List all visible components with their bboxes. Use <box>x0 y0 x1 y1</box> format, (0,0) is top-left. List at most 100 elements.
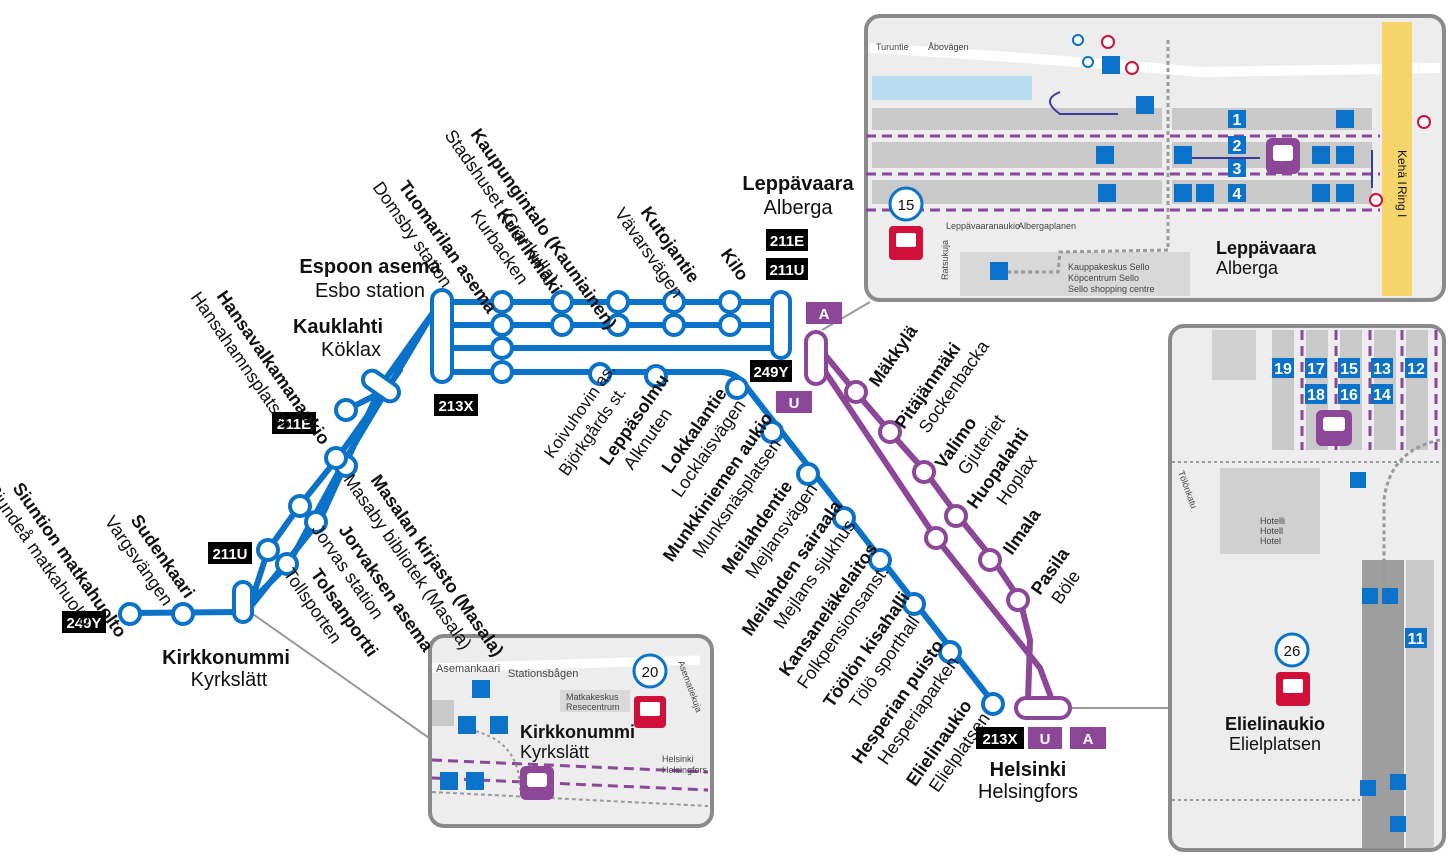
badge-211u-top: 211U <box>769 262 804 279</box>
inset-street-sv: Stationsbågen <box>508 668 578 680</box>
platform-20-marker <box>632 653 668 689</box>
elevator-icon <box>1312 184 1330 202</box>
stairs-icon <box>440 772 458 790</box>
stop-label-fi: Masalan kirjasto (Masala) <box>367 471 508 660</box>
inset-street-abovagen: Åbovägen <box>928 42 969 52</box>
elevator-icon <box>1362 588 1378 604</box>
stop-kaupungintalo <box>606 290 630 314</box>
stop-sudenkaari <box>171 602 195 626</box>
kauklahti-label-sv: Köklax <box>321 339 381 361</box>
espoo-label-fi: Espoon asema <box>299 256 441 278</box>
inset-mall-sv: Köpcentrum Sello <box>1068 273 1139 283</box>
stop-elielinaukio <box>981 692 1005 716</box>
inset-direction-sv: Helsingfors <box>662 765 708 775</box>
badge-249y-top: 249Y <box>753 364 788 381</box>
badge-211e-top: 211E <box>770 233 804 250</box>
stop-kuurinmaki <box>550 290 574 314</box>
helsinki-label-fi: Helsinki <box>990 759 1067 781</box>
track-label: 4 <box>1233 186 1242 203</box>
bus-stops <box>118 290 1005 716</box>
stop-tuomarila-2 <box>490 313 514 337</box>
badge-249y-left: 249Y <box>66 615 101 632</box>
platform-26-marker <box>1274 632 1310 668</box>
track-label: 18 <box>1307 387 1325 404</box>
stairs-icon <box>1336 146 1354 164</box>
track-label: 16 <box>1340 387 1358 404</box>
stop-kilo-2 <box>718 313 742 337</box>
stairs-icon <box>1336 110 1354 128</box>
track-label: 3 <box>1233 161 1242 178</box>
stop-ilmala <box>978 548 1002 572</box>
inset-square-sv: Albergaplanen <box>1018 221 1076 231</box>
stop-huopalahti-2 <box>924 526 948 550</box>
inset-helsinki-label-fi: Elielinaukio <box>1225 714 1325 734</box>
stairs-icon <box>1382 588 1398 604</box>
inset-hotel-en: Hotel <box>1260 536 1281 546</box>
ticket-icon <box>1390 816 1406 832</box>
stop-kutojantie-2 <box>662 313 686 337</box>
track-label: 14 <box>1373 387 1391 404</box>
stop-toolon-kisahalli <box>902 592 926 616</box>
stop-pasila <box>1006 588 1030 612</box>
inset-helsinki: Tölönkatu Hotelli Hotell Hotel 19 17 15 … <box>1168 324 1446 852</box>
stop-kutojantie <box>662 290 686 314</box>
stop-meilahden-sairaala <box>832 506 856 530</box>
stairs-icon <box>458 716 476 734</box>
train-letter-u-bottom: U <box>1040 731 1051 748</box>
train-letter-u-mid: U <box>789 395 800 412</box>
leppavaara-label-sv: Alberga <box>764 197 834 219</box>
inset-square-fi: Leppävaaranaukio <box>946 221 1020 231</box>
inset-street-fi: Asemankaari <box>436 663 500 675</box>
inset-leppavaara-label-fi: Leppävaara <box>1216 238 1317 258</box>
stop-masala-2 <box>324 446 348 470</box>
train-letter-a-top: A <box>819 306 830 323</box>
train-letter-a-bottom: A <box>1083 731 1094 748</box>
inset-leppavaara: Turuntie Åbovägen Leppävaaranaukio Alber… <box>864 14 1446 302</box>
badge-211e-left: 211E <box>277 416 311 433</box>
stairs-icon <box>1350 472 1366 488</box>
stairs-icon <box>1336 184 1354 202</box>
badge-213x-bottom: 213X <box>982 731 1017 748</box>
inset-kirkkonummi-label-fi: Kirkkonummi <box>520 722 635 742</box>
elevator-icon <box>1174 146 1192 164</box>
stop-jorvas <box>304 510 328 534</box>
inset-kirkkonummi: Asemankaari Stationsbågen Matkakeskus Re… <box>428 634 714 828</box>
stop-hesperian-puisto <box>938 640 962 664</box>
platform-number: 26 <box>1284 643 1301 660</box>
helsinki-label-sv: Helsingfors <box>978 781 1078 803</box>
inset-hotel-fi: Hotelli <box>1260 516 1285 526</box>
platform-number: 20 <box>642 664 659 681</box>
stop-tuomarila-3 <box>490 336 514 360</box>
stop-munkkiniemi <box>760 420 784 444</box>
stop-makkyla <box>844 380 868 404</box>
stop-koivuhovi-west <box>490 360 514 384</box>
accessible-icon <box>1196 184 1214 202</box>
inset-ring-sv: Ring I <box>1395 186 1409 217</box>
stop-kaupungintalo-2 <box>606 313 630 337</box>
station-labels: Espoon asema Esbo station Kauklahti Kökl… <box>162 173 1078 803</box>
kirkkonummi-label-fi: Kirkkonummi <box>162 647 290 669</box>
inset-market-fi: Matkakeskus <box>566 692 619 702</box>
accessible-icon <box>1360 780 1376 796</box>
inset-connector-leppavaara <box>821 301 871 331</box>
stop-siuntio <box>118 602 142 626</box>
stop-huopalahti <box>944 504 968 528</box>
track-label: 2 <box>1233 138 1242 155</box>
station-capsule-kirkkonummi <box>232 580 254 624</box>
leppavaara-label-fi: Leppävaara <box>742 173 854 195</box>
stop-tuomarila <box>490 290 514 314</box>
stop-label-fi: Ilmala <box>999 504 1045 558</box>
inset-leppavaara-label-sv: Alberga <box>1216 258 1279 278</box>
inset-direction-fi: Helsinki <box>662 754 694 764</box>
stairs-icon <box>1136 96 1154 114</box>
stairs-icon <box>1098 184 1116 202</box>
track-label: 11 <box>1408 631 1425 648</box>
inset-helsinki-label-sv: Elielplatsen <box>1229 734 1321 754</box>
stop-label-fi: Kilo <box>717 245 753 284</box>
inset-mall-fi: Kauppakeskus Sello <box>1068 262 1150 272</box>
train-network <box>804 330 1072 720</box>
stop-valimo <box>912 460 936 484</box>
stop-lokkalantie <box>725 376 749 400</box>
kirkkonummi-label-sv: Kyrkslätt <box>191 669 268 691</box>
